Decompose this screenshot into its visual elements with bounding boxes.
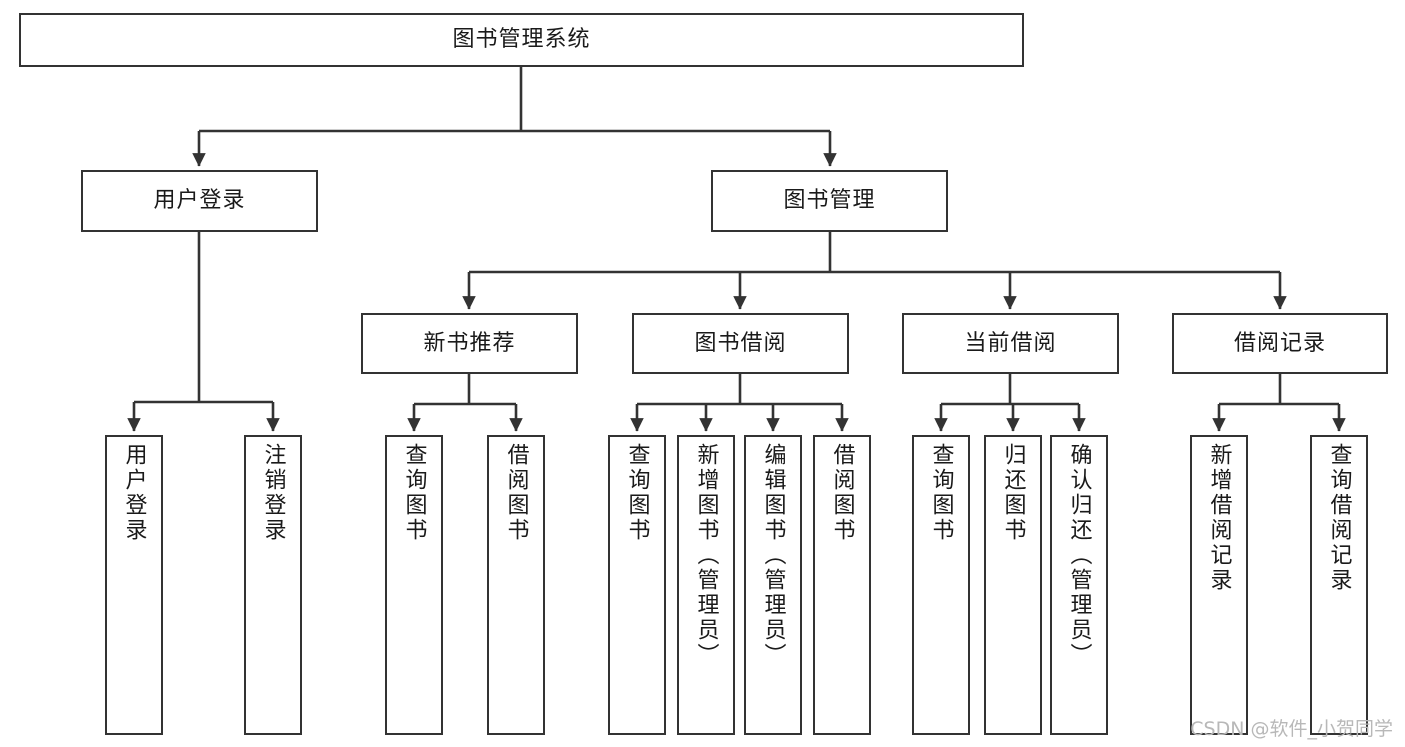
node-leaf-add-borrow-record[interactable]: 新增借阅记录 <box>1190 435 1248 735</box>
node-label: 用户登录 <box>153 188 246 214</box>
node-borrowing-record[interactable]: 借阅记录 <box>1172 313 1388 374</box>
node-label: 新增借阅记录 <box>1206 443 1232 593</box>
node-label: 新书推荐 <box>423 330 516 356</box>
node-book-management-system[interactable]: 图书管理系统 <box>19 13 1024 67</box>
node-book-borrowing[interactable]: 图书借阅 <box>632 313 849 374</box>
node-label: 图书管理 <box>783 188 876 214</box>
node-label: 编辑图书（管理员） <box>760 443 786 668</box>
node-label: 图书管理系统 <box>452 27 591 53</box>
node-label: 查询图书 <box>928 443 954 543</box>
node-label: 新增图书（管理员） <box>693 443 719 668</box>
node-label: 注销登录 <box>260 443 286 543</box>
csdn-watermark: CSDN @软件_小贺同学 <box>1190 718 1393 740</box>
node-label: 图书借阅 <box>694 330 787 356</box>
node-leaf-query-book-1[interactable]: 查询图书 <box>385 435 443 735</box>
node-leaf-query-book-2[interactable]: 查询图书 <box>608 435 666 735</box>
node-new-book-recommendation[interactable]: 新书推荐 <box>361 313 578 374</box>
node-leaf-query-book-3[interactable]: 查询图书 <box>912 435 970 735</box>
node-label: 当前借阅 <box>964 330 1057 356</box>
node-leaf-user-login[interactable]: 用户登录 <box>105 435 163 735</box>
node-user-login[interactable]: 用户登录 <box>81 170 318 232</box>
node-leaf-borrow-book-1[interactable]: 借阅图书 <box>487 435 545 735</box>
node-leaf-return-book[interactable]: 归还图书 <box>984 435 1042 735</box>
node-book-management[interactable]: 图书管理 <box>711 170 948 232</box>
node-label: 借阅图书 <box>503 443 529 543</box>
node-current-borrowing[interactable]: 当前借阅 <box>902 313 1119 374</box>
node-leaf-borrow-book-2[interactable]: 借阅图书 <box>813 435 871 735</box>
node-leaf-logout[interactable]: 注销登录 <box>244 435 302 735</box>
node-leaf-edit-book-admin[interactable]: 编辑图书（管理员） <box>744 435 802 735</box>
node-label: 借阅图书 <box>829 443 855 543</box>
node-label: 用户登录 <box>121 443 147 543</box>
node-label: 借阅记录 <box>1233 330 1326 356</box>
node-leaf-query-borrow-record[interactable]: 查询借阅记录 <box>1310 435 1368 735</box>
node-label: 查询借阅记录 <box>1326 443 1352 593</box>
node-label: 确认归还（管理员） <box>1066 443 1092 668</box>
node-label: 查询图书 <box>401 443 427 543</box>
node-leaf-confirm-return-admin[interactable]: 确认归还（管理员） <box>1050 435 1108 735</box>
node-leaf-add-book-admin[interactable]: 新增图书（管理员） <box>677 435 735 735</box>
node-label: 归还图书 <box>1000 443 1026 543</box>
node-label: 查询图书 <box>624 443 650 543</box>
